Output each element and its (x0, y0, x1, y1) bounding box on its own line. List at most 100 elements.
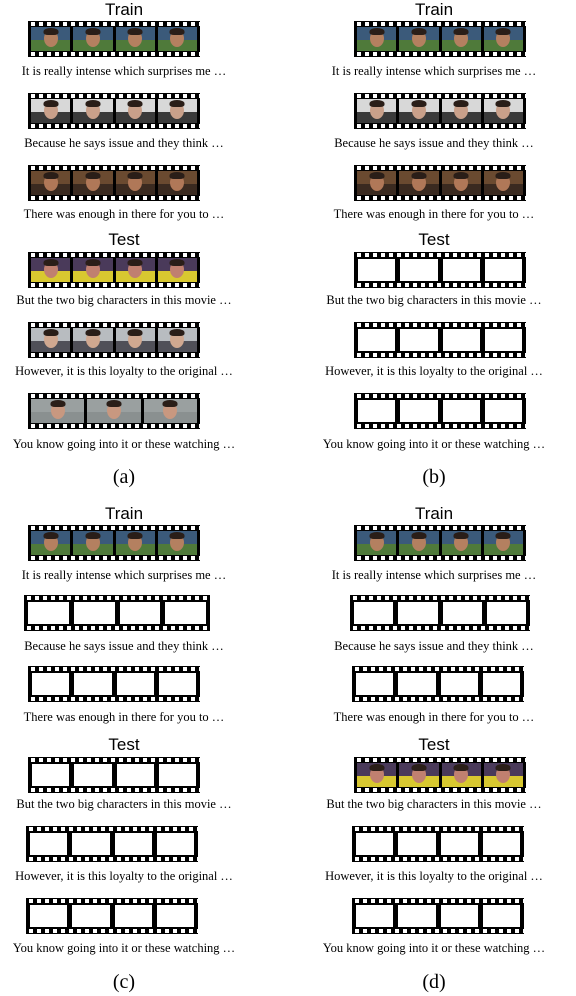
test-caption-3: You know going into it or these watching… (322, 437, 546, 451)
sprocket-holes-bottom (350, 626, 530, 630)
video-frame (441, 99, 481, 123)
train-caption-3: There was enough in there for you to … (333, 710, 535, 724)
test-header: Test (418, 735, 450, 754)
empty-frame (115, 672, 155, 696)
empty-frame (113, 904, 153, 928)
sprocket-holes-bottom (28, 283, 200, 287)
train-header: Train (104, 0, 144, 19)
video-frame (31, 328, 71, 352)
speaker-hair (85, 329, 101, 336)
train-caption-2: Because he says issue and they think … (334, 136, 534, 150)
video-frame (31, 99, 71, 123)
sprocket-holes-bottom (354, 52, 526, 56)
train-caption-1: It is really intense which surprises me … (331, 568, 537, 582)
sprocket-holes-top (352, 667, 524, 671)
empty-frame (157, 763, 197, 787)
test-caption-1: But the two big characters in this movie… (326, 797, 542, 811)
empty-frame (441, 399, 481, 423)
train-caption-3: There was enough in there for you to … (23, 207, 225, 221)
video-frame (441, 763, 481, 787)
video-frame (483, 763, 523, 787)
video-frame (115, 99, 155, 123)
speaker-hair (411, 764, 427, 771)
video-frame (73, 328, 113, 352)
empty-strip-train-2 (24, 595, 210, 631)
empty-frame (73, 763, 113, 787)
empty-frame (31, 763, 71, 787)
empty-frame (483, 399, 523, 423)
empty-frame (485, 601, 527, 625)
sprocket-holes-top (28, 94, 200, 98)
panel-label-d: (d) (422, 971, 446, 993)
speaker-hair (127, 259, 143, 266)
empty-frame (71, 904, 111, 928)
video-strip-train-1 (354, 525, 526, 561)
train-caption-1: It is really intense which surprises me … (21, 64, 227, 78)
sprocket-holes-top (354, 526, 526, 530)
speaker-hair (495, 28, 511, 35)
empty-frame (72, 601, 116, 625)
panel-label-b: (b) (422, 466, 446, 488)
panel-label-a: (a) (112, 466, 136, 488)
panel-a: Train It is really intense which surpris… (0, 0, 288, 498)
panel-d: Train It is really intense which surpris… (288, 498, 576, 996)
empty-strip-test-3 (352, 898, 524, 934)
video-frame (157, 99, 197, 123)
empty-frame (29, 832, 69, 856)
speaker-hair (169, 329, 185, 336)
speaker-hair (127, 329, 143, 336)
empty-frame (397, 601, 439, 625)
empty-strip-test-2 (26, 826, 198, 862)
speaker-hair (411, 28, 427, 35)
empty-frame (481, 672, 521, 696)
sprocket-holes-bottom (352, 929, 524, 933)
speaker-hair (453, 100, 469, 107)
video-frame (357, 99, 397, 123)
video-strip-test-3 (28, 393, 200, 429)
speaker-hair (169, 532, 185, 539)
empty-frame (355, 832, 395, 856)
speaker-hair (495, 764, 511, 771)
sprocket-holes-bottom (26, 857, 198, 861)
empty-strip-test-1 (354, 252, 526, 288)
speaker-hair (369, 532, 385, 539)
sprocket-holes-top (354, 758, 526, 762)
video-frame (157, 27, 197, 51)
sprocket-holes-top (28, 526, 200, 530)
speaker-hair (369, 100, 385, 107)
video-frame (115, 258, 155, 282)
train-caption-1: It is really intense which surprises me … (21, 568, 227, 582)
speaker-hair (169, 28, 185, 35)
test-caption-3: You know going into it or these watching… (12, 437, 236, 451)
video-strip-train-2 (354, 93, 526, 129)
empty-frame (155, 832, 195, 856)
speaker-hair (85, 28, 101, 35)
speaker-hair (169, 100, 185, 107)
empty-frame (118, 601, 162, 625)
speaker-hair (411, 100, 427, 107)
empty-strip-test-2 (354, 322, 526, 358)
video-frame (31, 171, 71, 195)
sprocket-holes-top (354, 253, 526, 257)
empty-frame (439, 904, 479, 928)
empty-frame (115, 763, 155, 787)
speaker-hair (495, 532, 511, 539)
video-frame (483, 99, 523, 123)
empty-frame (357, 258, 397, 282)
test-header: Test (418, 230, 450, 249)
test-caption-2: However, it is this loyalty to the origi… (15, 869, 233, 883)
speaker-hair (369, 172, 385, 179)
video-frame (399, 171, 439, 195)
sprocket-holes-bottom (28, 124, 200, 128)
sprocket-holes-top (354, 394, 526, 398)
speaker-hair (162, 400, 178, 407)
speaker-hair (43, 172, 59, 179)
speaker-hair (411, 532, 427, 539)
empty-strip-train-3 (28, 666, 200, 702)
test-header: Test (108, 735, 140, 754)
video-frame (441, 171, 481, 195)
sprocket-holes-bottom (26, 929, 198, 933)
empty-frame (397, 672, 437, 696)
speaker-hair (495, 172, 511, 179)
video-frame (143, 399, 197, 423)
